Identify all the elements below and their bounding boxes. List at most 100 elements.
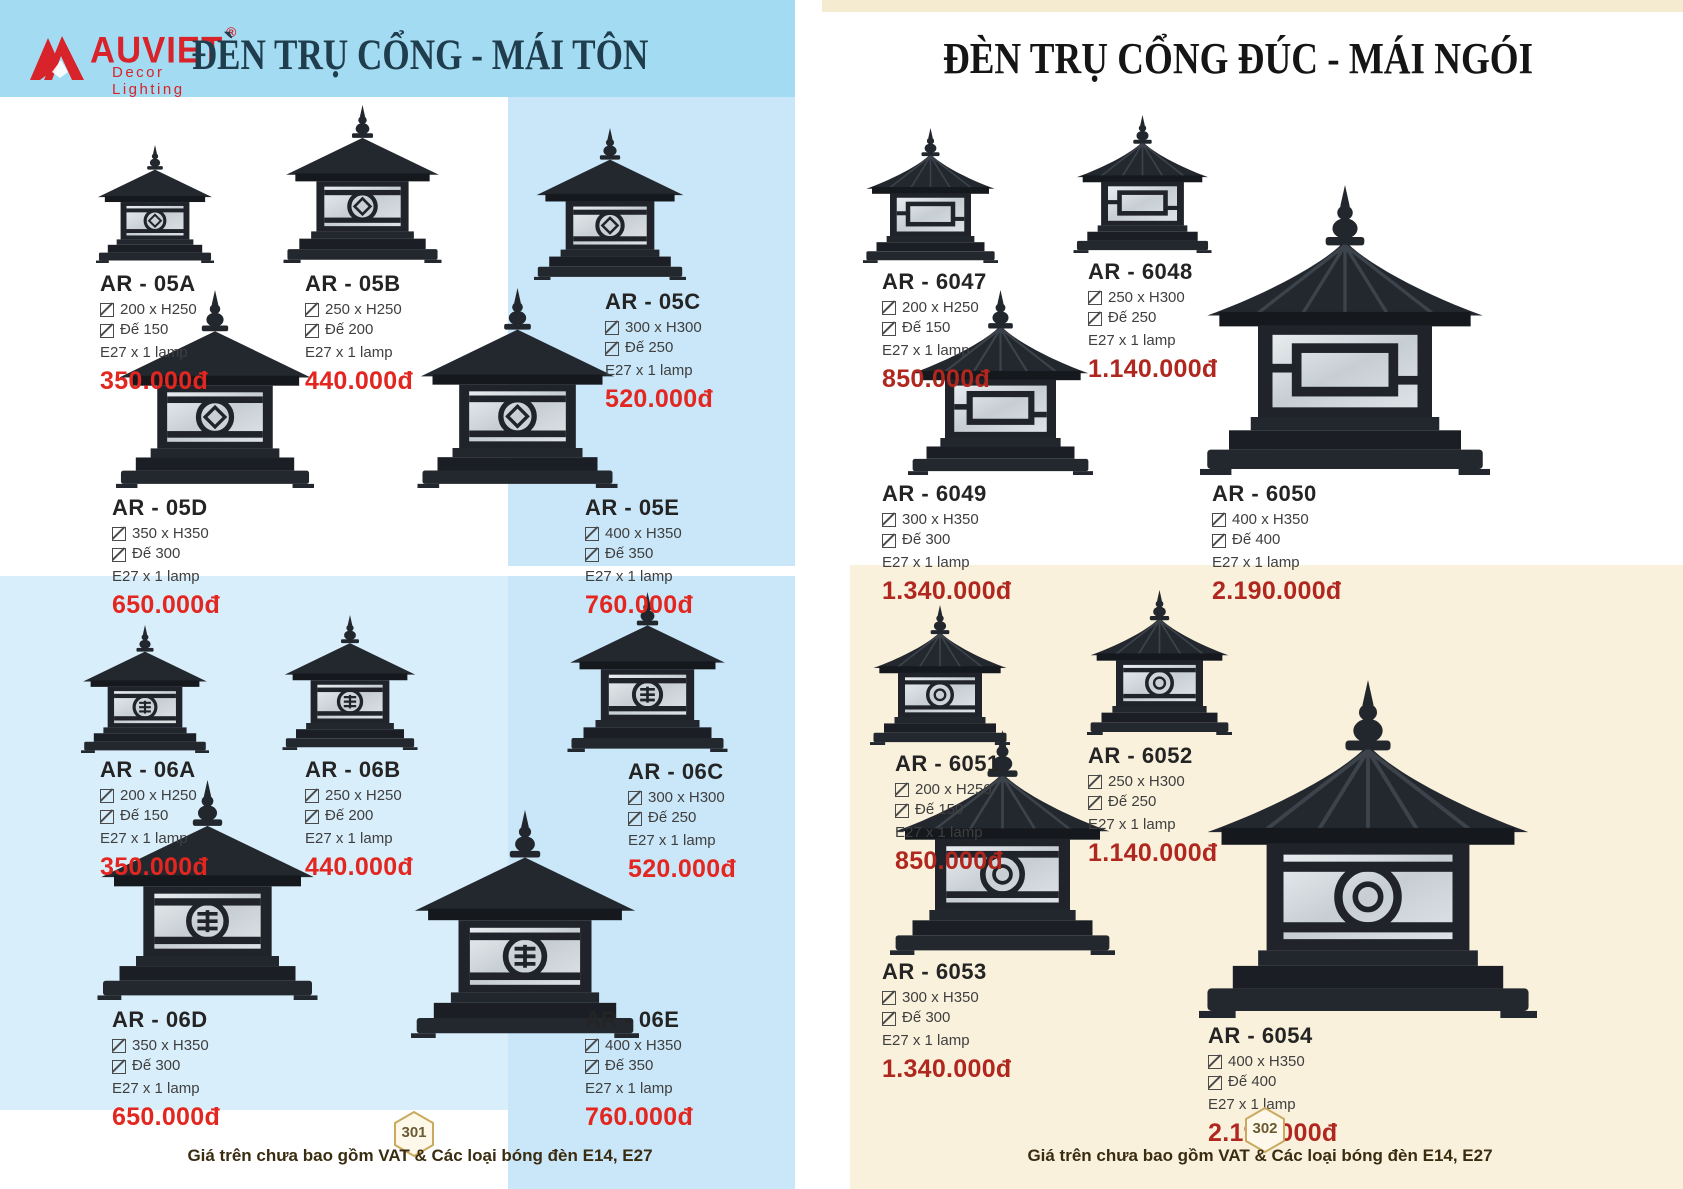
dimension-icon (882, 300, 896, 315)
product-size: 350 x H350 (112, 1037, 220, 1056)
product-base: Đế 200 (305, 807, 413, 826)
product-base: Đế 400 (1212, 531, 1342, 550)
product-card-ar05b: AR - 05B 250 x H250 Đế 200 E27 x 1 lamp … (305, 270, 413, 397)
product-image-ar06e (385, 810, 665, 1038)
product-lamp: E27 x 1 lamp (100, 344, 188, 361)
product-lamp: E27 x 1 lamp (112, 568, 200, 585)
dimension-icon (112, 547, 126, 562)
product-size: 200 x H250 (882, 299, 990, 318)
product-code: AR - 6048 (1088, 259, 1193, 284)
product-image-ar6054 (1198, 680, 1538, 1018)
product-card-ar6051: AR - 6051 200 x H250 Đế 150 E27 x 1 lamp… (895, 750, 1003, 877)
product-image-ar05b (265, 105, 460, 263)
dimension-icon (585, 547, 599, 562)
product-size: 200 x H250 (100, 301, 208, 320)
auviet-logo-icon (30, 36, 84, 80)
product-price: 520.000đ (628, 854, 737, 883)
product-price: 1.140.000đ (1088, 354, 1218, 383)
product-lamp: E27 x 1 lamp (305, 830, 393, 847)
product-code: AR - 05A (100, 271, 196, 296)
product-base: Đế 300 (882, 1009, 1012, 1028)
product-code: AR - 06A (100, 757, 196, 782)
product-lamp: E27 x 1 lamp (605, 362, 693, 379)
product-code: AR - 06B (305, 757, 401, 782)
product-lamp: E27 x 1 lamp (305, 344, 393, 361)
product-card-ar05a: AR - 05A 200 x H250 Đế 150 E27 x 1 lamp … (100, 270, 208, 397)
product-size: 400 x H350 (1212, 511, 1342, 530)
hexagon-icon (394, 1110, 434, 1158)
product-size: 400 x H350 (585, 525, 693, 544)
product-lamp: E27 x 1 lamp (1212, 554, 1300, 571)
dimension-icon (605, 341, 619, 356)
product-size: 250 x H250 (305, 301, 413, 320)
product-base: Đế 400 (1208, 1073, 1338, 1092)
product-lamp: E27 x 1 lamp (628, 832, 716, 849)
dimension-icon (305, 788, 319, 803)
product-card-ar6048: AR - 6048 250 x H300 Đế 250 E27 x 1 lamp… (1088, 258, 1218, 385)
product-price: 760.000đ (585, 1102, 694, 1131)
product-image-ar05c (510, 128, 710, 280)
product-code: AR - 6052 (1088, 743, 1193, 768)
product-lamp: E27 x 1 lamp (882, 554, 970, 571)
product-base: Đế 300 (112, 1057, 220, 1076)
product-price: 350.000đ (100, 852, 209, 881)
product-code: AR - 6050 (1212, 481, 1317, 506)
dimension-icon (895, 803, 909, 818)
product-code: AR - 6054 (1208, 1023, 1313, 1048)
dimension-icon (605, 320, 619, 335)
product-card-ar06a: AR - 06A 200 x H250 Đế 150 E27 x 1 lamp … (100, 756, 208, 883)
product-image-ar6051 (865, 605, 1015, 745)
dimension-icon (1088, 774, 1102, 789)
product-size: 250 x H300 (1088, 289, 1218, 308)
dimension-icon (100, 323, 114, 338)
dimension-icon (882, 990, 896, 1005)
product-base: Đế 250 (1088, 793, 1218, 812)
product-price: 1.340.000đ (882, 576, 1012, 605)
product-code: AR - 05B (305, 271, 401, 296)
product-image-ar6047 (858, 128, 1003, 263)
product-size: 350 x H350 (112, 525, 220, 544)
page-number: 302 (1252, 1120, 1278, 1137)
footer-note-right: Giá trên chưa bao gồm VAT & Các loại bón… (1027, 1146, 1493, 1165)
product-base: Đế 150 (882, 319, 990, 338)
dimension-icon (1208, 1075, 1222, 1090)
product-card-ar05c: AR - 05C 300 x H300 Đế 250 E27 x 1 lamp … (605, 288, 713, 415)
dimension-icon (585, 1059, 599, 1074)
page-number-badge-left: 301 (392, 1110, 436, 1158)
dimension-icon (628, 790, 642, 805)
product-card-ar06b: AR - 06B 250 x H250 Đế 200 E27 x 1 lamp … (305, 756, 413, 883)
product-code: AR - 05D (112, 495, 208, 520)
dimension-icon (100, 302, 114, 317)
product-price: 850.000đ (895, 846, 1004, 875)
product-card-ar06d: AR - 06D 350 x H350 Đế 300 E27 x 1 lamp … (112, 1006, 220, 1133)
hexagon-icon (1245, 1106, 1285, 1154)
product-lamp: E27 x 1 lamp (882, 342, 970, 359)
brand-subtitle: Decor Lighting (112, 64, 185, 98)
dimension-icon (895, 782, 909, 797)
product-size: 300 x H300 (628, 789, 736, 808)
dimension-icon (112, 1038, 126, 1053)
product-size: 250 x H300 (1088, 773, 1218, 792)
product-card-ar6049: AR - 6049 300 x H350 Đế 300 E27 x 1 lamp… (882, 480, 1012, 607)
product-lamp: E27 x 1 lamp (1088, 816, 1176, 833)
product-lamp: E27 x 1 lamp (112, 1080, 200, 1097)
product-lamp: E27 x 1 lamp (895, 824, 983, 841)
product-price: 1.340.000đ (882, 1054, 1012, 1083)
product-image-ar06a (55, 625, 235, 753)
product-price: 2.190.000đ (1212, 576, 1342, 605)
product-size: 300 x H350 (882, 511, 1012, 530)
product-price: 760.000đ (585, 590, 694, 619)
dimension-icon (1088, 290, 1102, 305)
product-lamp: E27 x 1 lamp (1088, 332, 1176, 349)
dimension-icon (1212, 512, 1226, 527)
product-base: Đế 150 (100, 807, 208, 826)
dimension-icon (1208, 1054, 1222, 1069)
product-code: AR - 06D (112, 1007, 208, 1032)
product-base: Đế 300 (882, 531, 1012, 550)
brand-name: AUVIET (90, 30, 224, 72)
product-base: Đế 350 (585, 545, 693, 564)
product-base: Đế 150 (100, 321, 208, 340)
dimension-icon (305, 323, 319, 338)
dimension-icon (882, 1011, 896, 1026)
dimension-icon (1088, 795, 1102, 810)
